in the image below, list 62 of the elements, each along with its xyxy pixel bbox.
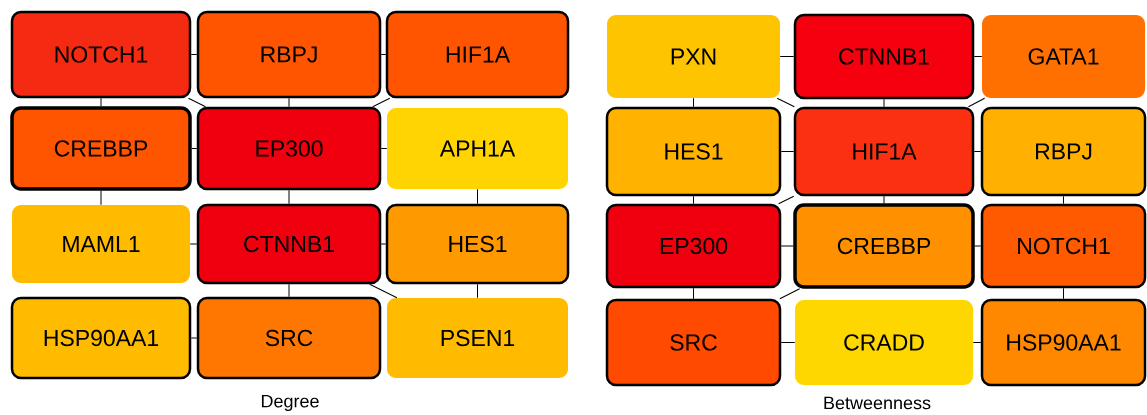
edge-line — [693, 287, 694, 300]
panel-caption: Degree — [261, 394, 319, 412]
edge-line — [780, 245, 794, 247]
gene-box: PSEN1 — [387, 298, 568, 378]
gene-box: CRADD — [795, 300, 973, 385]
gene-box: HES1 — [385, 203, 570, 285]
gene-box: SRC — [196, 296, 382, 380]
gene-box: CREBBP — [793, 203, 975, 289]
gene-box: MAML1 — [12, 205, 190, 283]
gene-box: EP300 — [196, 106, 382, 191]
edge-line — [1063, 195, 1064, 205]
edge-line — [380, 243, 387, 245]
edge-line — [189, 243, 198, 245]
gene-box: HIF1A — [793, 106, 975, 197]
edge-line — [780, 342, 796, 343]
edge-line — [380, 148, 388, 149]
gene-box: RBPJ — [196, 10, 382, 99]
panel-caption: Betweenness — [824, 396, 931, 410]
gene-box: HES1 — [605, 106, 782, 197]
edge-line — [369, 283, 398, 299]
gene-box: CREBBP — [10, 106, 192, 191]
edge-line — [974, 245, 982, 247]
edge-line — [973, 56, 983, 57]
edge-line — [288, 189, 290, 205]
edge-line — [883, 98, 885, 108]
edge-line — [190, 54, 198, 55]
gene-box: APH1A — [387, 108, 568, 189]
edge-line — [288, 97, 290, 108]
edge-line — [973, 151, 982, 152]
gene-box: HIF1A — [385, 10, 570, 99]
gene-box: GATA1 — [982, 15, 1145, 98]
gene-box: RBPJ — [980, 106, 1147, 197]
edge-line — [477, 188, 478, 205]
edge-line — [380, 54, 387, 55]
edge-line — [693, 97, 694, 108]
edge-line — [779, 56, 795, 57]
edge-line — [779, 288, 801, 300]
gene-box: NOTCH1 — [980, 203, 1147, 289]
gene-box: CTNNB1 — [196, 203, 382, 285]
edge-line — [883, 195, 885, 204]
edge-line — [776, 97, 795, 108]
edge-line — [972, 342, 982, 343]
edge-line — [1063, 287, 1064, 300]
edge-line — [477, 283, 478, 299]
gene-box: PXN — [607, 15, 780, 98]
edge-line — [288, 283, 290, 298]
gene-box: NOTCH1 — [10, 10, 192, 99]
gene-box: SRC — [605, 298, 782, 387]
edge-line — [100, 190, 102, 206]
edge-line — [188, 97, 207, 108]
edge-line — [100, 97, 102, 107]
edge-line — [190, 337, 198, 339]
gene-box: CTNNB1 — [793, 13, 975, 100]
edge-line — [372, 97, 391, 108]
edge-line — [191, 148, 198, 149]
edge-line — [693, 195, 694, 205]
gene-box: HSP90AA1 — [10, 296, 192, 380]
edge-line — [967, 97, 986, 108]
gene-box: EP300 — [605, 203, 782, 289]
edge-line — [778, 195, 795, 205]
gene-box: HSP90AA1 — [980, 298, 1147, 387]
edge-line — [780, 151, 795, 152]
